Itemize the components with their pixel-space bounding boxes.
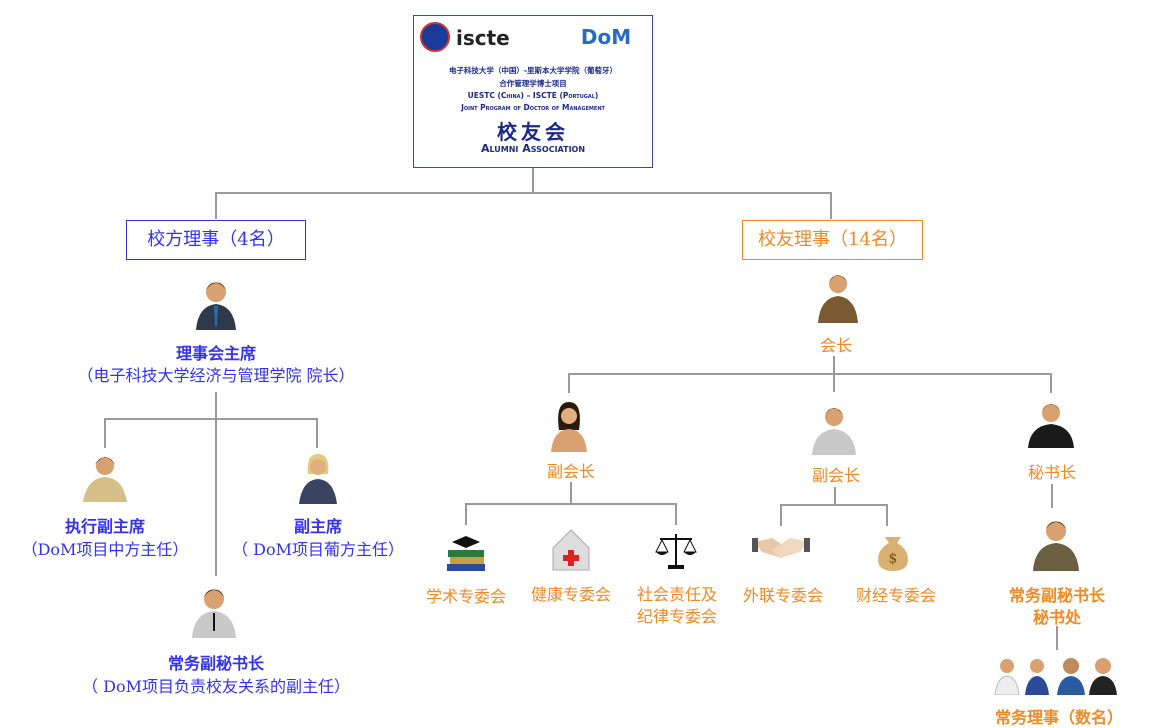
- deputy-sec-title: 常务副秘书长: [167, 654, 265, 673]
- person-icon-chair: [194, 276, 238, 330]
- committee-social-line2: 纪律专委会: [636, 607, 718, 626]
- vp2-title: 副会长: [811, 466, 861, 485]
- standing-directors-title: 常务理事（数名）: [994, 708, 1124, 727]
- header-line-4: Joint Program of Doctor of Management: [461, 103, 605, 112]
- committee-health: 健康专委会: [530, 585, 612, 604]
- connector: [1050, 373, 1052, 393]
- vp1-title: 副会长: [546, 462, 596, 481]
- header-line-1: 电子科技大学（中国）-里斯本大学学院（葡萄牙）: [448, 66, 618, 75]
- connector: [316, 418, 318, 448]
- scales-icon: [654, 530, 698, 570]
- left-group-label: 校方理事（4名）: [126, 220, 306, 260]
- header-line-2: 合作管理学博士项目: [499, 79, 567, 88]
- connector: [105, 418, 318, 420]
- secretary-title: 秘书长: [1027, 463, 1077, 482]
- connector: [215, 192, 217, 219]
- vice-note: （ DoM项目葡方主任）: [232, 540, 404, 559]
- money-bag-icon: $: [873, 527, 913, 571]
- connector: [1051, 484, 1053, 508]
- group-people-icon: [993, 655, 1121, 695]
- exec-vice-title: 执行副主席: [64, 517, 146, 536]
- iscte-logo: iscte: [456, 26, 510, 50]
- connector: [781, 504, 888, 506]
- exec-vice-note: （DoM项目中方主任）: [21, 540, 189, 559]
- connector: [465, 503, 467, 525]
- committee-outreach: 外联专委会: [742, 586, 824, 605]
- chair-note: （电子科技大学经济与管理学院 院长）: [77, 366, 355, 385]
- committee-social-line1: 社会责任及: [636, 585, 718, 604]
- connector: [1056, 626, 1058, 650]
- header-title-en: Alumni Association: [480, 142, 586, 155]
- president-title: 会长: [819, 336, 853, 355]
- connector: [675, 503, 677, 525]
- svg-text:$: $: [889, 551, 898, 567]
- right-group-label: 校友理事（14名）: [742, 220, 923, 260]
- uestc-logo-icon: [420, 22, 450, 52]
- dom-logo: DoM: [580, 25, 632, 49]
- person-icon-deputy-sec-right: [1033, 515, 1079, 571]
- header-card: iscte DoM 电子科技大学（中国）-里斯本大学学院（葡萄牙） 合作管理学博…: [413, 15, 653, 168]
- committee-finance: 财经专委会: [855, 586, 937, 605]
- connector: [834, 487, 836, 505]
- connector: [215, 192, 832, 194]
- chair-title: 理事会主席: [175, 344, 257, 363]
- header-line-3: UESTC (China) – ISCTE (Portugal): [467, 91, 599, 100]
- header-title-cn: 校友会: [497, 120, 569, 144]
- person-icon-vice: [296, 452, 340, 504]
- connector: [570, 482, 572, 504]
- person-icon-secretary: [1028, 400, 1074, 448]
- deputy-sec-note: （ DoM项目负责校友关系的副主任）: [82, 677, 350, 696]
- person-icon-vp2: [812, 403, 856, 455]
- person-icon-vp1: [549, 400, 589, 452]
- handshake-icon: [752, 532, 810, 562]
- connector: [215, 392, 217, 576]
- health-house-icon: [549, 526, 593, 572]
- connector: [780, 504, 782, 526]
- connector: [830, 192, 832, 219]
- connector: [569, 373, 1052, 375]
- committee-academic: 学术专委会: [425, 587, 507, 606]
- deputy-sec-right-line1: 常务副秘书长: [1008, 586, 1106, 605]
- person-icon-exec-vice: [83, 452, 127, 502]
- person-icon-deputy-sec: [192, 583, 236, 638]
- connector: [466, 503, 677, 505]
- connector: [568, 373, 570, 393]
- connector: [532, 168, 534, 193]
- connector: [886, 504, 888, 526]
- deputy-sec-right-line2: 秘书处: [1032, 608, 1082, 627]
- vice-title: 副主席: [293, 517, 343, 536]
- connector: [104, 418, 106, 448]
- books-icon: [444, 530, 488, 572]
- person-icon-president: [817, 270, 859, 323]
